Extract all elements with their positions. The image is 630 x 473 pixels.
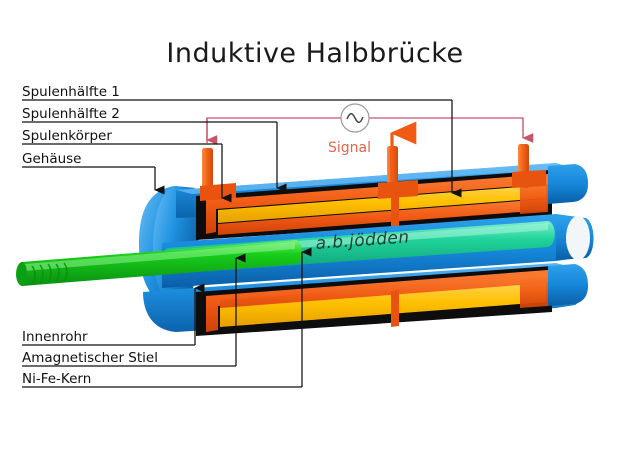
labels-top-group: Spulenhälfte 1 Spulenhälfte 2 Spulenkörp… (22, 84, 462, 203)
bobbin-upper-right-wall (520, 180, 548, 214)
ac-source-sine (346, 112, 364, 124)
signal-label: Signal (328, 140, 371, 156)
housing-upper-highlight (176, 163, 572, 194)
coil-divider-upper (391, 196, 399, 233)
core-rod-highlight (24, 242, 295, 271)
coil-upper-yellow (218, 185, 546, 223)
label-spulenhaelfte-2: Spulenhälfte 2 (22, 106, 120, 122)
label-innenrohr: Innenrohr (22, 329, 88, 345)
page-title: Induktive Halbbrücke (166, 38, 463, 69)
core-rod-thread (31, 262, 68, 285)
label-gehaeuse: Gehäuse (22, 151, 82, 167)
core-rod-end-face (17, 262, 27, 286)
terminal-left (200, 148, 236, 201)
coil-divider-lower (391, 290, 399, 327)
label-spulenkoerper: Spulenkörper (22, 128, 112, 144)
coil-upper-orange (218, 199, 546, 235)
sensor-device: a.b.jödden (16, 144, 594, 336)
housing-bore-opening (566, 216, 590, 260)
housing-end-lower (548, 264, 588, 306)
labels-bottom-group: Innenrohr Amagnetischer Stiel Ni-Fe-Kern (22, 247, 312, 388)
bobbin-upper (206, 174, 548, 234)
label-ni-fe-kern: Ni-Fe-Kern (22, 371, 91, 387)
housing-end-upper (548, 164, 588, 204)
terminal-middle (378, 146, 418, 199)
label-amagnetischer-stiel: Amagnetischer Stiel (22, 350, 158, 366)
label-spulenhaelfte-1: Spulenhälfte 1 (22, 84, 120, 100)
circuit-wiring: Signal (206, 103, 534, 180)
bobbin-lower-right-wall (520, 274, 548, 308)
terminal-right (512, 144, 546, 188)
housing-cap-left (139, 186, 196, 308)
